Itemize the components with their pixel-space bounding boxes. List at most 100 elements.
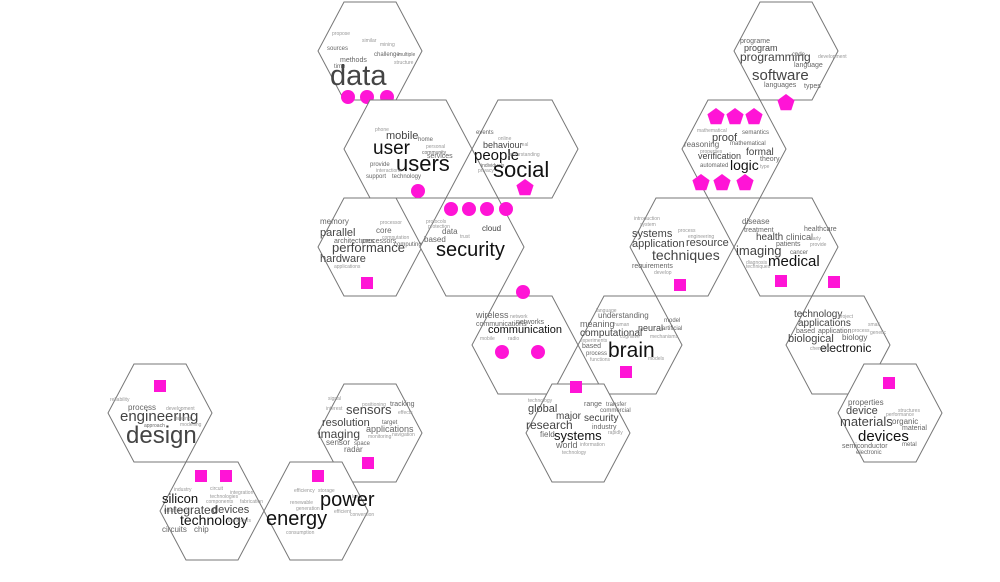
hex-word: applications (334, 264, 361, 270)
hex-headline: sensors (346, 402, 392, 417)
hex-headline: social (493, 157, 549, 182)
hex-markers (362, 457, 374, 469)
hex-word: behaviour (483, 140, 523, 150)
hex-word: mobile (480, 336, 495, 342)
hex-word: applications (366, 424, 414, 434)
hex-word: space (354, 441, 371, 447)
hex-word: structure (394, 60, 414, 66)
hex-word: monitoring (368, 434, 392, 440)
hex-outline (525, 383, 631, 483)
hex-performance: memory processor parallel core computati… (317, 197, 423, 297)
hex-word: interactions (376, 168, 402, 174)
hex-word: based (582, 343, 601, 350)
hex-headline: communication (488, 324, 562, 336)
hex-word: metal (902, 442, 917, 448)
hex-word: programe (740, 38, 770, 45)
hex-markers (361, 277, 373, 289)
hex-word: radar (344, 445, 363, 454)
hex-markers (312, 470, 324, 482)
hex-outline (317, 383, 423, 483)
hex-word: integration (230, 490, 254, 496)
hex-word: mathematical (697, 128, 727, 134)
hex-word: language (596, 308, 617, 314)
hex-word: tracking (390, 401, 415, 408)
hex-word: provide (370, 162, 390, 168)
hex-social: events online behaviour real people unde… (471, 99, 579, 199)
hex-word: based (796, 328, 815, 335)
hex-word: architectures (334, 238, 375, 245)
hex-word: technology (562, 450, 587, 456)
hex-data: propose similar mining sources challenge… (317, 1, 423, 104)
hex-markers (775, 275, 787, 287)
hex-headline: technology (180, 512, 248, 528)
hex-markers (444, 202, 513, 216)
hex-headline: energy (266, 508, 327, 530)
hex-headline: data (330, 60, 387, 92)
hex-word: properties (848, 398, 884, 407)
hex-word: human (614, 322, 630, 328)
hex-word: organic (892, 417, 918, 426)
hex-word: automated (700, 163, 728, 169)
hex-word: support (366, 174, 386, 180)
hex-word: verification (698, 151, 741, 161)
hex-brain: language understanding model meaning hum… (577, 295, 683, 395)
hex-word: formal (746, 147, 774, 158)
hex-systems: technology range transfer global commerc… (525, 381, 631, 483)
hex-logic: mathematical semantics proof mathematica… (681, 99, 787, 199)
hex-word: process (128, 403, 156, 412)
hex-word: mining (380, 42, 395, 48)
hex-word: understanding (598, 311, 649, 320)
hex-word: introduction (634, 216, 660, 222)
hex-word: world (555, 440, 578, 450)
hex-headline: design (126, 422, 197, 449)
hex-markers (495, 285, 545, 359)
hex-word: consumption (286, 530, 315, 536)
hex-word: similar (362, 38, 377, 44)
hex-word: programming (740, 50, 811, 64)
square-icon (883, 377, 895, 389)
hex-word: reliability (110, 397, 130, 403)
hex-word: personal (426, 144, 445, 150)
hex-headline: brain (608, 339, 655, 362)
square-icon (220, 470, 232, 482)
hex-word: range (584, 401, 602, 408)
hex-word: models (648, 356, 665, 362)
hex-word: health (756, 232, 783, 243)
hex-outline (471, 99, 579, 199)
square-icon (154, 380, 166, 392)
hex-headline: systems (554, 428, 602, 443)
hex-headline: users (396, 151, 450, 176)
hex-word: communications (476, 321, 527, 328)
hex-word: data (442, 227, 458, 236)
hex-word: community (422, 150, 447, 156)
hex-word: engineering (120, 408, 198, 425)
hex-word: challenge (374, 52, 400, 58)
hex-headline: security (436, 239, 505, 261)
hex-word: commercial (600, 408, 631, 414)
hex-word: integrated (164, 503, 217, 517)
hex-word: events (476, 130, 494, 136)
hex-word: networks (516, 319, 545, 326)
hex-word: propose (332, 31, 350, 37)
hex-word: global (528, 403, 557, 415)
circle-icon (495, 345, 509, 359)
hex-word: performance (886, 412, 914, 418)
hex-word: chip (194, 525, 209, 534)
hex-word: imaging (318, 427, 360, 441)
hex-word: model (664, 318, 680, 324)
square-icon (674, 279, 686, 291)
hex-word: semiconductor (842, 443, 888, 450)
hex-word: functions (590, 357, 611, 363)
hex-word: circuit (210, 486, 224, 492)
hex-word: modelling (180, 422, 202, 428)
hex-outline (629, 197, 735, 297)
hex-word: computational (580, 328, 642, 339)
pentagon-icon (745, 108, 763, 125)
hex-word: circuits (162, 525, 187, 534)
hex-word: low (352, 494, 360, 500)
hex-word: healthcare (804, 226, 837, 233)
hex-markers (883, 377, 895, 389)
hex-word: hardware (320, 253, 366, 265)
hex-word: techniques (746, 264, 771, 270)
square-icon (828, 276, 840, 288)
